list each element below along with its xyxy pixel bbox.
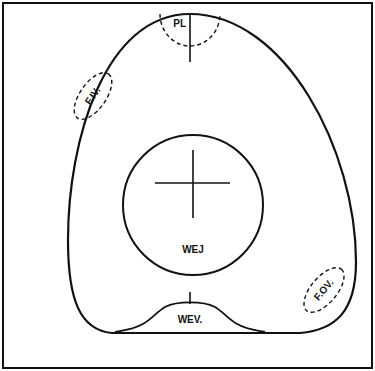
region-label: F.OV. [312,278,335,303]
cross-mark [192,150,194,218]
plate-region: PL [160,14,220,46]
axis-mark [189,14,191,62]
region-label: WEV. [178,315,203,325]
frame [3,3,372,368]
egg-outline [68,14,356,333]
region-label: WEJ [182,245,204,255]
central-circle: WEJ [123,135,263,275]
bottom-bulge: WEV. [115,299,265,333]
ellipse-region: F.OV. [297,261,352,319]
region-outline [160,14,220,46]
ellipse-region: F.IV. [67,66,119,125]
region-label: F.IV. [83,85,102,106]
region-label: PL [173,19,186,29]
